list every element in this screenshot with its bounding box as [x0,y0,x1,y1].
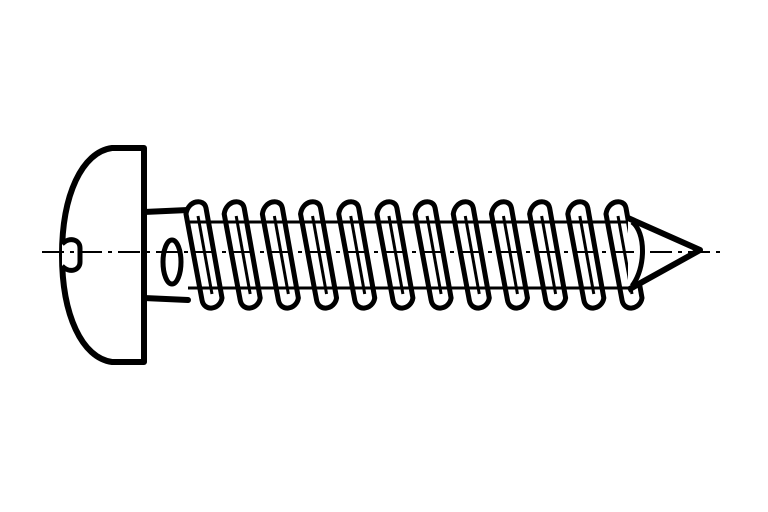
thread-shade-line [387,215,405,295]
thread-shade-line [463,215,481,295]
screw-tip [626,215,703,293]
thread-shade-line [540,215,558,295]
screw-slot-notch [60,237,83,273]
thread-shade-line [349,215,367,295]
thread-shade-line [425,215,443,295]
thread-shade-line [272,215,290,295]
thread-shade-line [196,215,214,295]
screw-shank-core [188,220,632,290]
thread-shade-line [501,215,519,295]
thread-shade-line [311,215,329,295]
screw-thread-group [183,199,645,311]
thread-shade-line [234,215,252,295]
thread-shade-line [578,215,596,295]
screw-neck [141,207,191,303]
thread-runout-ellipse [160,237,184,287]
